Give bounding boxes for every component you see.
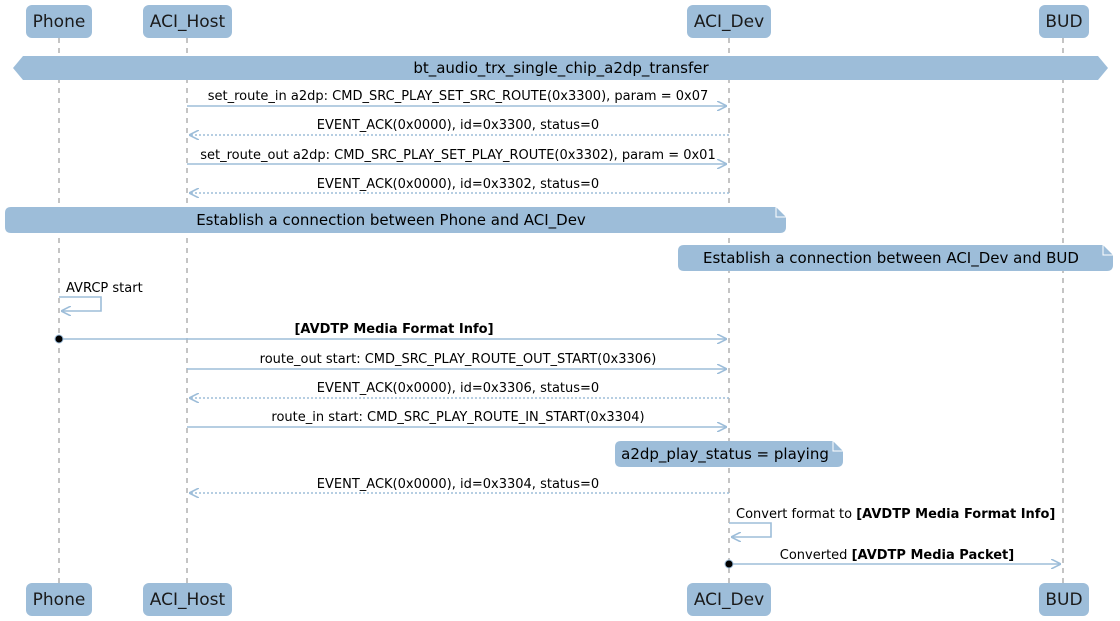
message-label: EVENT_ACK(0x0000), id=0x3300, status=0	[317, 118, 599, 133]
participant-aci-dev-top: ACI_Dev	[687, 5, 771, 38]
message-ack-3300: EVENT_ACK(0x0000), id=0x3300, status=0	[189, 118, 729, 135]
participant-bud-top: BUD	[1039, 5, 1089, 38]
group-title: bt_audio_trx_single_chip_a2dp_transfer	[413, 59, 709, 78]
participant-label: BUD	[1045, 12, 1082, 32]
message-label: EVENT_ACK(0x0000), id=0x3302, status=0	[317, 177, 599, 192]
message-label: set_route_in a2dp: CMD_SRC_PLAY_SET_SRC_…	[208, 89, 709, 104]
participant-aci-host-top: ACI_Host	[143, 5, 232, 38]
message-label: EVENT_ACK(0x0000), id=0x3306, status=0	[317, 381, 599, 396]
message-set-route-out: set_route_out a2dp: CMD_SRC_PLAY_SET_PLA…	[187, 148, 727, 164]
participant-label: ACI_Dev	[694, 590, 764, 610]
participant-label: ACI_Host	[150, 590, 226, 610]
message-avdtp-media-format-info: [AVDTP Media Format Info]	[54, 322, 727, 343]
message-label: set_route_out a2dp: CMD_SRC_PLAY_SET_PLA…	[200, 148, 715, 163]
participant-label: ACI_Dev	[694, 12, 764, 32]
note-dev-bud-connection: Establish a connection between ACI_Dev a…	[678, 245, 1113, 271]
message-label: Convert format to [AVDTP Media Format In…	[736, 507, 1055, 522]
message-label: AVRCP start	[66, 281, 143, 296]
group-banner: bt_audio_trx_single_chip_a2dp_transfer	[13, 56, 1108, 80]
message-ack-3306: EVENT_ACK(0x0000), id=0x3306, status=0	[189, 381, 729, 398]
message-label: route_out start: CMD_SRC_PLAY_ROUTE_OUT_…	[260, 352, 657, 367]
message-label-bold: [AVDTP Media Packet]	[852, 548, 1015, 563]
participant-bud-bottom: BUD	[1039, 583, 1089, 616]
message-converted-packet: Converted [AVDTP Media Packet]	[724, 548, 1061, 568]
message-avrcp-start: AVRCP start	[59, 281, 143, 311]
participant-phone-bottom: Phone	[26, 583, 92, 616]
participant-phone-top: Phone	[26, 5, 92, 38]
note-a2dp-play-status: a2dp_play_status = playing	[615, 441, 843, 467]
message-ack-3302: EVENT_ACK(0x0000), id=0x3302, status=0	[189, 177, 729, 193]
participant-aci-host-bottom: ACI_Host	[143, 583, 232, 616]
participant-label: Phone	[33, 12, 86, 32]
message-label-prefix: Converted	[780, 548, 852, 563]
message-label: [AVDTP Media Format Info]	[294, 322, 493, 337]
note-text: Establish a connection between ACI_Dev a…	[703, 249, 1079, 268]
participant-label: ACI_Host	[150, 12, 226, 32]
message-label: route_in start: CMD_SRC_PLAY_ROUTE_IN_ST…	[271, 410, 644, 425]
message-ack-3304: EVENT_ACK(0x0000), id=0x3304, status=0	[189, 477, 729, 493]
participant-label: Phone	[33, 590, 86, 610]
note-text: a2dp_play_status = playing	[621, 445, 829, 464]
message-convert-format: Convert format to [AVDTP Media Format In…	[729, 507, 1055, 537]
message-label: Converted [AVDTP Media Packet]	[780, 548, 1014, 563]
participant-label: BUD	[1045, 590, 1082, 610]
note-text: Establish a connection between Phone and…	[196, 211, 586, 230]
note-phone-dev-connection: Establish a connection between Phone and…	[5, 207, 786, 233]
participant-aci-dev-bottom: ACI_Dev	[687, 583, 771, 616]
message-label-bold: [AVDTP Media Format Info]	[856, 507, 1055, 522]
message-set-route-in: set_route_in a2dp: CMD_SRC_PLAY_SET_SRC_…	[187, 89, 727, 106]
message-label-prefix: Convert format to	[736, 507, 856, 522]
message-route-out-start: route_out start: CMD_SRC_PLAY_ROUTE_OUT_…	[187, 352, 727, 369]
message-label: EVENT_ACK(0x0000), id=0x3304, status=0	[317, 477, 599, 492]
message-route-in-start: route_in start: CMD_SRC_PLAY_ROUTE_IN_ST…	[187, 410, 727, 427]
